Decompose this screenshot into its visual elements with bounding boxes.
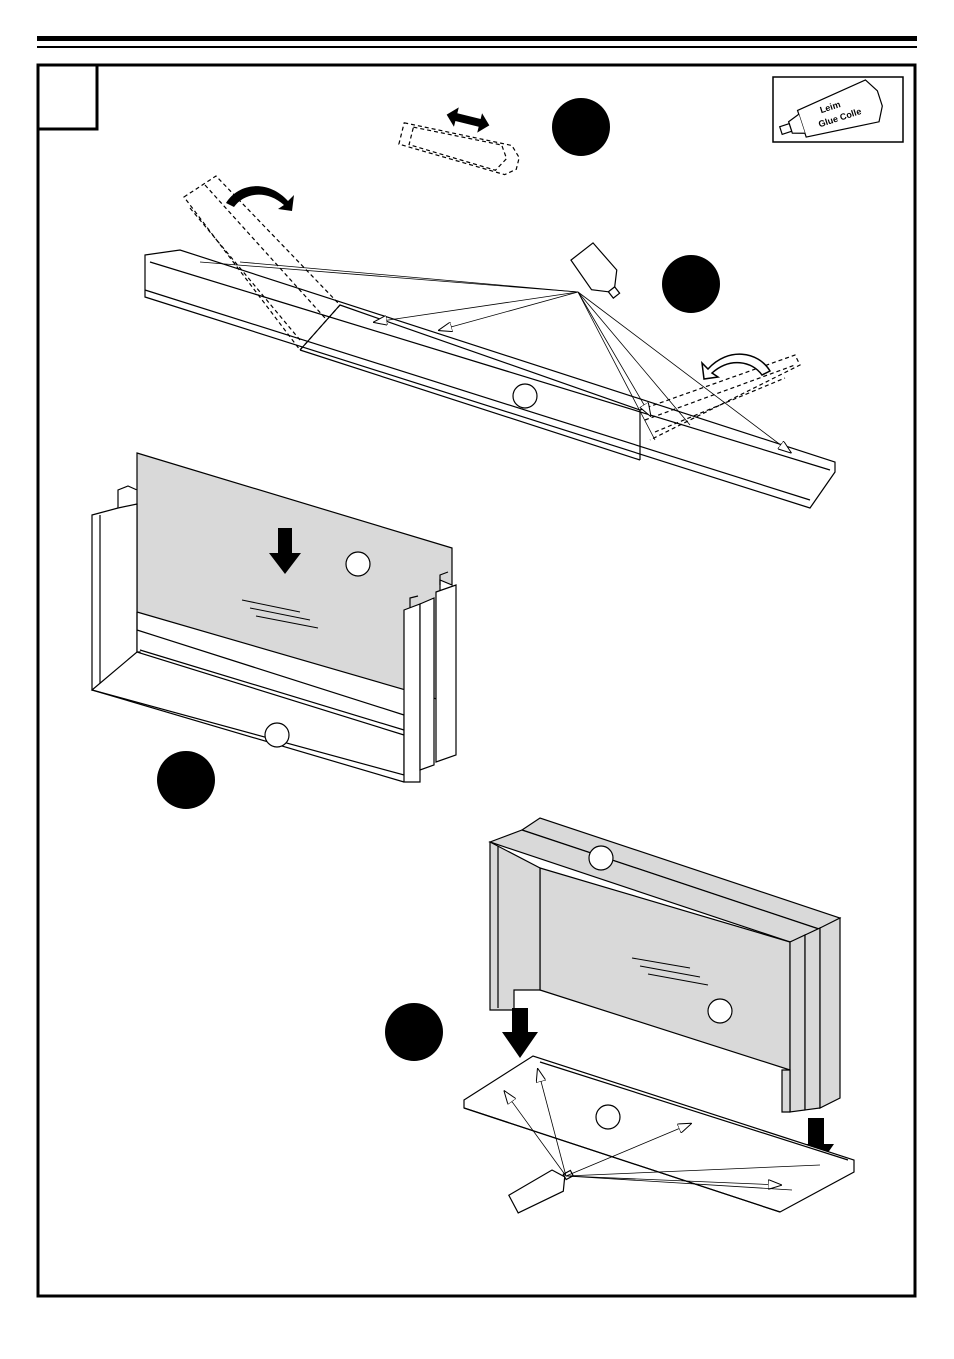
- step-marker: [385, 1003, 443, 1061]
- glue-tube-icon: [508, 1169, 575, 1214]
- glue-tube-icon: Leim Glue Colle: [778, 79, 883, 138]
- double-arrow-icon: [446, 107, 490, 133]
- top-panel-assembly: [144, 107, 836, 509]
- glue-tube-icon: [398, 122, 520, 176]
- glue-legend: Leim Glue Colle: [772, 76, 904, 143]
- down-arrow-icon: [269, 528, 301, 574]
- glue-tube-icon: [570, 242, 621, 299]
- step-marker: [157, 751, 215, 809]
- rotate-arrow-icon: [700, 353, 772, 380]
- step-marker: [662, 255, 720, 313]
- body-onto-base-assembly: [463, 817, 855, 1214]
- step-number-box: [36, 63, 99, 131]
- frame-with-back-panel: [90, 452, 457, 783]
- glue-lines: [199, 261, 790, 452]
- header-rule: [37, 36, 917, 48]
- down-arrow-icon: [502, 1008, 538, 1058]
- step-marker: [552, 98, 610, 156]
- page-frame: [36, 63, 917, 1298]
- rotate-arrow-icon: [226, 186, 294, 211]
- glue-lines: [505, 1070, 821, 1191]
